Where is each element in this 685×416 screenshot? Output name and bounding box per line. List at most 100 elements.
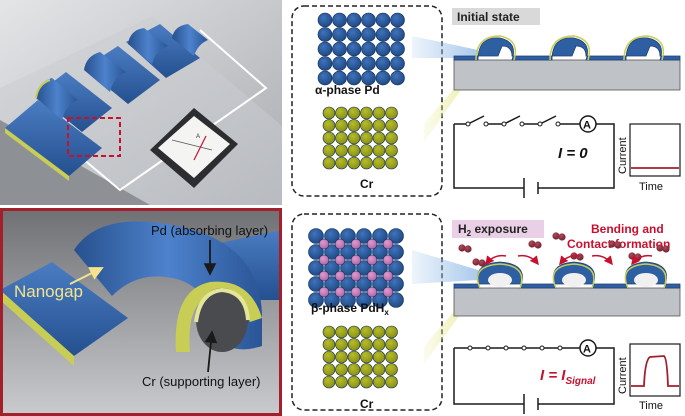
- h-atom: [366, 270, 378, 282]
- cr-atom: [347, 156, 361, 170]
- device-overview: A: [0, 0, 282, 205]
- pd-atom: [375, 56, 391, 71]
- cr-atom: [385, 156, 398, 170]
- current-equation-initial: I = 0: [558, 145, 588, 162]
- cr-atom: [385, 325, 398, 339]
- h-atom: [350, 286, 362, 298]
- cr-atom: [385, 350, 398, 364]
- h2-molecule: [472, 258, 486, 267]
- cr-atom: [360, 119, 373, 132]
- cr-atom: [385, 119, 398, 132]
- cr-atom: [385, 144, 398, 157]
- cr-atom: [360, 156, 373, 170]
- pd-atom: [340, 292, 356, 308]
- cr-atom: [335, 119, 348, 132]
- cr-label-top: Cr: [360, 177, 374, 191]
- cr-lattice-top: [322, 106, 398, 170]
- cr-atom: [347, 350, 361, 364]
- pd-atom: [324, 244, 340, 260]
- pd-atom: [332, 12, 347, 28]
- ammeter-a-initial: A: [583, 120, 591, 132]
- arch-1: [36, 78, 78, 120]
- cr-atom: [385, 131, 398, 145]
- label-cr-layer: Cr (supporting layer): [142, 374, 261, 389]
- h-atom: [318, 238, 330, 250]
- pd-atom: [356, 276, 372, 292]
- cr-atom: [347, 119, 361, 132]
- pd-atom: [308, 228, 324, 244]
- pd-atom: [317, 41, 333, 57]
- pd-atom: [317, 27, 333, 42]
- pd-atom: [390, 12, 405, 28]
- cr-atom: [372, 119, 386, 132]
- pd-atom: [340, 276, 356, 292]
- h-atom: [350, 270, 362, 282]
- pd-atom: [356, 244, 372, 260]
- cr-atom: [360, 375, 373, 389]
- cr-atom: [335, 131, 348, 145]
- pd-atom: [361, 70, 376, 86]
- graph-ylabel-initial: Current: [617, 137, 629, 174]
- ammeter-symbol-initial: [579, 115, 597, 133]
- lattice-top-box: α-phase Pd Cr: [291, 5, 443, 197]
- cr-atom: [322, 363, 336, 376]
- cr-atom: [335, 325, 348, 339]
- h-atom: [366, 286, 378, 298]
- graph-ylabel-signal: Current: [617, 357, 629, 394]
- cr-atom: [347, 131, 361, 145]
- initial-state-label-bg: [452, 8, 540, 25]
- pd-atom: [324, 292, 340, 308]
- cr-atom: [322, 106, 336, 120]
- pd-atom: [390, 41, 405, 57]
- cross-section-substrate: [453, 59, 681, 91]
- beta-pdhx-lattice: [308, 228, 404, 308]
- initial-state-label: Initial state: [457, 10, 520, 24]
- h2-label-bg: [452, 220, 544, 238]
- pd-atom: [372, 260, 388, 276]
- pd-atom: [346, 27, 362, 42]
- h-atom: [334, 270, 346, 282]
- pd-atom: [308, 260, 324, 276]
- h-atom: [382, 238, 394, 250]
- h-atom: [382, 254, 394, 266]
- cr-atom: [360, 338, 373, 351]
- pd-atom: [388, 228, 404, 244]
- alpha-pd-lattice: [317, 12, 405, 86]
- closed-switch-contacts: [467, 345, 563, 351]
- pd-atom: [308, 244, 324, 260]
- pd-atom: [332, 41, 347, 57]
- h-atom: [350, 238, 362, 250]
- h2-molecule: [628, 252, 642, 261]
- cr-atom: [360, 144, 373, 157]
- h-atom: [382, 286, 394, 298]
- cr-atom: [322, 338, 336, 351]
- pd-atom: [317, 70, 333, 86]
- cross-section-bent: [453, 261, 681, 289]
- pd-atom: [332, 70, 347, 86]
- h-atom: [366, 254, 378, 266]
- graph-xlabel-initial: Time: [639, 181, 663, 193]
- h-atom: [318, 286, 330, 298]
- pd-atom: [375, 41, 391, 57]
- pd-atom: [324, 228, 340, 244]
- h-atom: [350, 254, 362, 266]
- beta-pdhx-label: β-phase PdHx: [311, 301, 389, 317]
- pd-atom: [361, 12, 376, 28]
- svg-text:A: A: [196, 134, 200, 140]
- pd-atom: [388, 276, 404, 292]
- zoom-left-strip: [0, 262, 128, 356]
- pd-atom: [372, 276, 388, 292]
- cr-lattice-bottom: [322, 325, 398, 389]
- cr-atom: [347, 325, 361, 339]
- h2-exposure-panel: H2 exposure Bending and Contact formatio…: [452, 220, 681, 414]
- pd-atom: [340, 260, 356, 276]
- h2-molecule: [552, 232, 566, 241]
- pd-atom: [390, 27, 405, 42]
- cr-arrow: [204, 330, 218, 373]
- h2-exposure-label: H2 exposure: [458, 222, 528, 238]
- pd-atom: [317, 56, 333, 71]
- alpha-pd-label: α-phase Pd: [315, 83, 380, 97]
- cr-label-bottom: Cr: [360, 397, 374, 411]
- cr-atom: [385, 375, 398, 389]
- h-atom: [366, 238, 378, 250]
